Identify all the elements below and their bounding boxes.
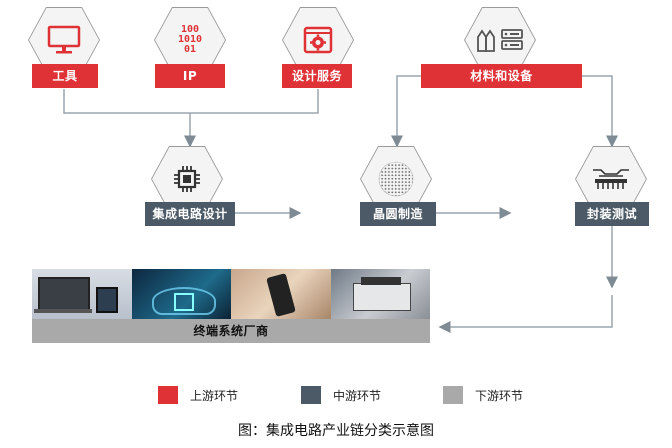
legend-upstream-swatch xyxy=(158,386,178,404)
terminal-photos xyxy=(32,269,430,319)
upstream-bracket-line xyxy=(63,89,319,114)
gear-window-icon xyxy=(303,26,333,54)
chip-icon xyxy=(174,166,200,192)
legend-downstream-text: 下游环节 xyxy=(475,388,524,403)
tools-hex xyxy=(28,7,100,73)
legend-downstream-swatch xyxy=(443,386,463,404)
legend-downstream: 下游环节 xyxy=(443,385,523,405)
binary-code-icon: 100 1010 01 xyxy=(178,25,202,55)
wafer-hex xyxy=(360,146,432,212)
wafer-icon xyxy=(378,161,414,197)
smart-car-photo xyxy=(131,269,231,319)
legend-upstream: 上游环节 xyxy=(158,385,238,405)
packaging-hex xyxy=(575,146,647,212)
figure-caption: 图：集成电路产业链分类示意图 xyxy=(238,423,434,439)
printer-photo xyxy=(330,269,430,319)
down-return-line xyxy=(520,295,613,328)
design-services-label: 设计服务 xyxy=(282,64,352,88)
materials-label: 材料和设备 xyxy=(421,64,582,88)
laptop-tablet-photo xyxy=(32,269,132,319)
tools-label: 工具 xyxy=(32,64,98,88)
legend-midstream-swatch xyxy=(301,386,321,404)
binary-line-2: 1010 xyxy=(177,34,203,45)
packaging-label: 封装测试 xyxy=(575,202,649,226)
ip-hex: 100 1010 01 xyxy=(154,7,226,73)
materials-to-wafer-arrow xyxy=(391,75,421,148)
ic-design-label: 集成电路设计 xyxy=(145,202,235,226)
legend-midstream: 中游环节 xyxy=(301,385,381,405)
legend-upstream-text: 上游环节 xyxy=(190,388,239,403)
materials-hex xyxy=(464,7,536,73)
binary-line-3: 01 xyxy=(183,44,197,55)
materials-to-packaging-arrow xyxy=(582,75,618,148)
wafer-label: 晶圆制造 xyxy=(360,202,436,226)
tanks-server-icon xyxy=(477,29,523,52)
monitor-icon xyxy=(47,25,81,54)
ic-design-hex xyxy=(151,146,223,212)
design-services-hex xyxy=(282,7,354,73)
binary-line-1: 100 xyxy=(180,24,200,35)
terminal-vendors-label: 终端系统厂商 xyxy=(32,319,430,343)
smartphone-photo xyxy=(231,269,331,319)
ip-label: IP xyxy=(155,64,225,88)
legend-midstream-text: 中游环节 xyxy=(333,388,382,403)
package-test-icon xyxy=(593,169,629,189)
